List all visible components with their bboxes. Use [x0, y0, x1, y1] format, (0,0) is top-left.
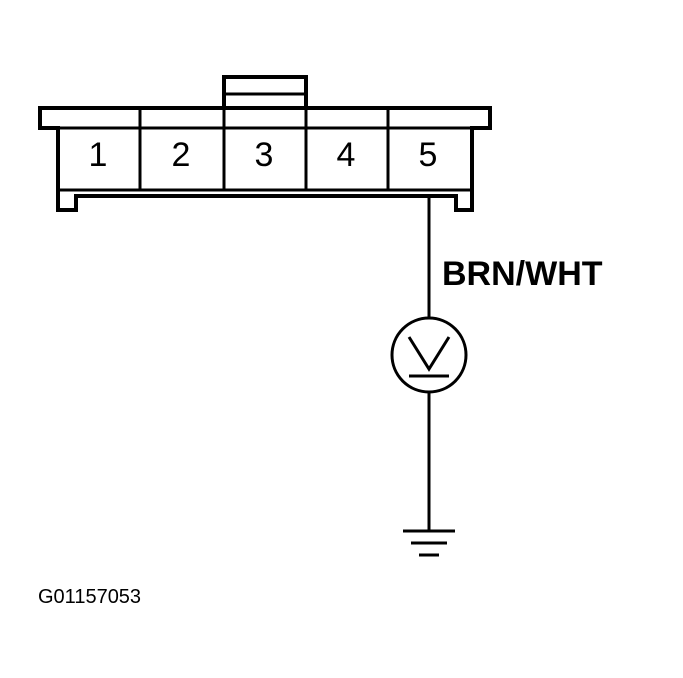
pin-4-label: 4	[337, 136, 356, 174]
wire-color-label: BRN/WHT	[442, 255, 603, 293]
ground-icon	[403, 529, 455, 557]
figure-id: G01157053	[38, 586, 141, 608]
pin-2-label: 2	[172, 136, 191, 174]
voltmeter-icon	[390, 316, 468, 394]
pin-5-label: 5	[419, 136, 438, 174]
connector-cavity	[56, 126, 474, 192]
pin-1-label: 1	[89, 136, 108, 174]
pin-3-label: 3	[255, 136, 274, 174]
pin-dividers	[138, 108, 390, 190]
connector-lock-tab	[222, 75, 308, 110]
